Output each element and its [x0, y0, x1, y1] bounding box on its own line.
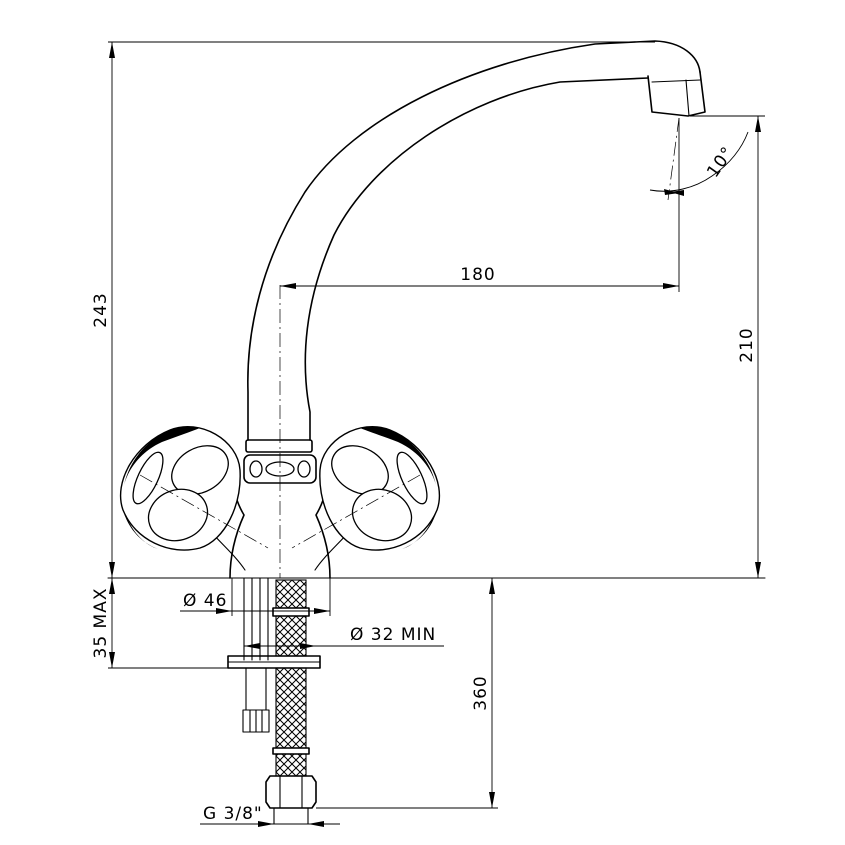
- hose-length-label: 360: [471, 675, 491, 710]
- dimension-deck-thickness: 35 MAX: [91, 578, 230, 669]
- base-diameter-label: Ø 46: [183, 591, 227, 611]
- dimension-outlet-angle: 10°: [649, 131, 749, 196]
- overall-height-label: 243: [91, 292, 111, 327]
- braided-hose: [265, 579, 317, 825]
- right-valve-axis: [291, 474, 421, 549]
- dimension-overall-height: 243: [91, 41, 655, 578]
- dimension-spout-height: 210: [690, 115, 765, 578]
- dimension-base-diameter: Ø 46: [180, 578, 331, 616]
- threaded-stud-nut: [242, 667, 270, 733]
- spout-reach-label: 180: [460, 265, 495, 285]
- spout: [245, 40, 706, 453]
- fixing-plate: [227, 655, 321, 669]
- outlet-axis: [667, 117, 680, 201]
- dimension-hole-diameter: Ø 32 MIN: [244, 625, 444, 649]
- dimension-spout-reach: 180: [280, 118, 680, 292]
- outlet-angle-label: 10°: [703, 143, 738, 182]
- left-handle-knob: [119, 425, 241, 551]
- right-handle-knob: [319, 425, 441, 551]
- dimension-hose-length: 360: [316, 578, 498, 809]
- left-valve-axis: [139, 474, 269, 549]
- dimension-connection-thread: G 3/8": [200, 804, 340, 827]
- deck-thickness-label: 35 MAX: [91, 588, 111, 659]
- spout-height-label: 210: [737, 327, 757, 362]
- connection-thread-label: G 3/8": [203, 804, 263, 824]
- hole-diameter-label: Ø 32 MIN: [350, 625, 436, 645]
